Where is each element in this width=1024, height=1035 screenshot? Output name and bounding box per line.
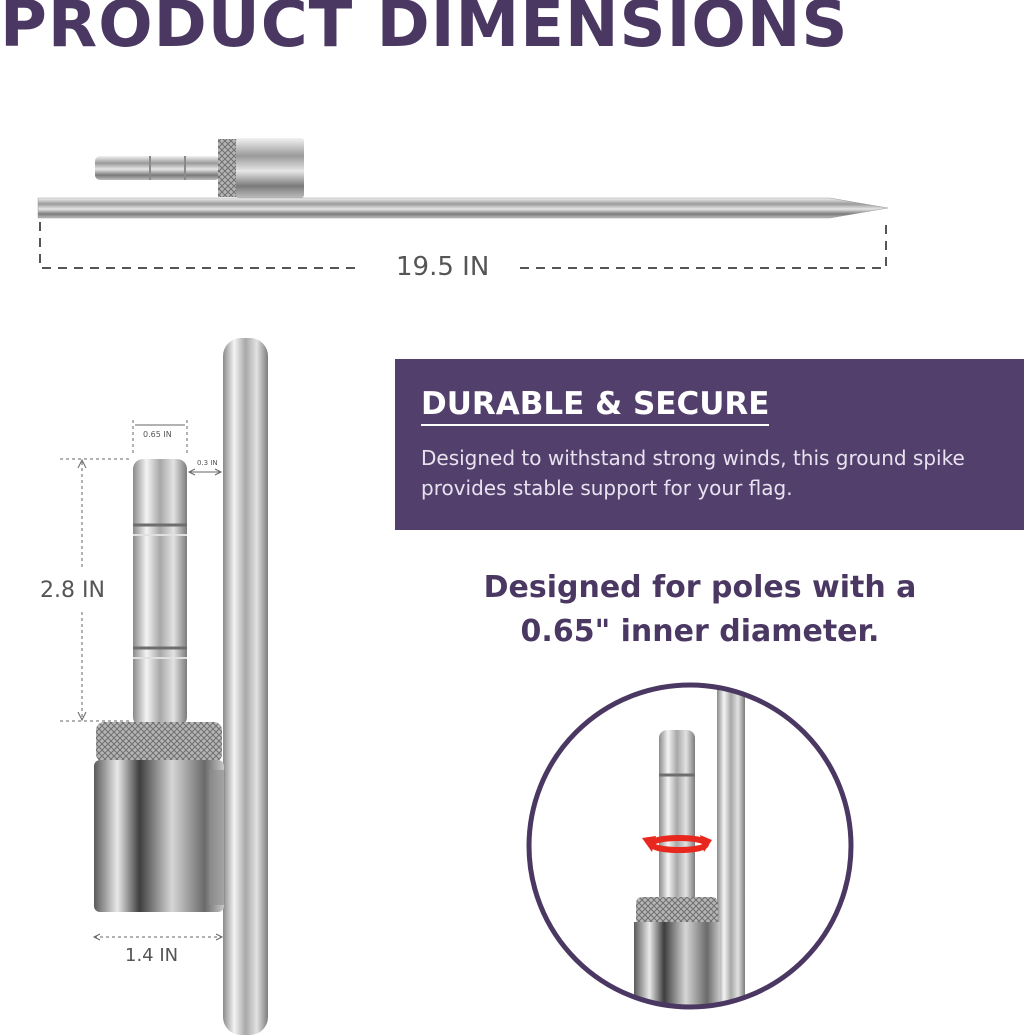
adapter-knurl <box>218 139 238 197</box>
banner-heading: DURABLE & SECURE <box>421 386 770 426</box>
durable-banner: DURABLE & SECURE Designed to withstand s… <box>395 359 1024 530</box>
knurl-ring-vertical <box>96 722 222 762</box>
ground-spike <box>37 197 889 219</box>
adapter-tip-vertical <box>133 459 187 727</box>
adapter-tip <box>95 156 220 180</box>
top-product-view <box>37 138 889 269</box>
compatibility-note: Designed for poles with a 0.65" inner di… <box>400 566 1000 654</box>
rotation-arrow-icon <box>642 835 712 853</box>
sleeve-width-label: 1.4 IN <box>125 945 179 966</box>
vertical-spike <box>223 338 268 1035</box>
overall-length-label: 19.5 IN <box>396 252 490 282</box>
detail-circle <box>526 682 854 1010</box>
side-product-view <box>60 338 268 1035</box>
banner-body: Designed to withstand strong winds, this… <box>421 446 965 500</box>
sleeve-vertical <box>94 760 224 912</box>
page-title: PRODUCT DIMENSIONS <box>0 0 849 62</box>
adapter-height-label: 2.8 IN <box>40 578 105 603</box>
adapter-diameter-label: 0.65 IN <box>143 430 172 439</box>
adapter-sleeve <box>236 138 304 198</box>
gap-label: 0.3 IN <box>197 459 218 467</box>
note-line-1: Designed for poles with a <box>483 570 917 605</box>
note-line-2: 0.65" inner diameter. <box>520 614 880 649</box>
